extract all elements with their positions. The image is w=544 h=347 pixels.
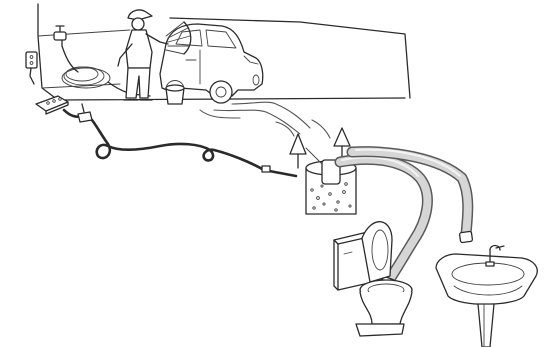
sink-icon: [435, 244, 538, 347]
wall-faucet-icon: [53, 25, 67, 47]
toilet-icon: [333, 221, 413, 337]
water-runoff-icon: [199, 101, 331, 139]
sump-pit-with-pump-icon: [289, 127, 357, 215]
power-strip-icon: [35, 95, 69, 115]
bucket-icon: [165, 80, 185, 105]
person-washing-car-icon: [117, 9, 192, 101]
wall-outlet-icon: [25, 51, 38, 85]
car-icon: [159, 23, 264, 104]
extension-cable-icon: [62, 103, 298, 178]
discharge-hose-icon: [334, 146, 474, 289]
